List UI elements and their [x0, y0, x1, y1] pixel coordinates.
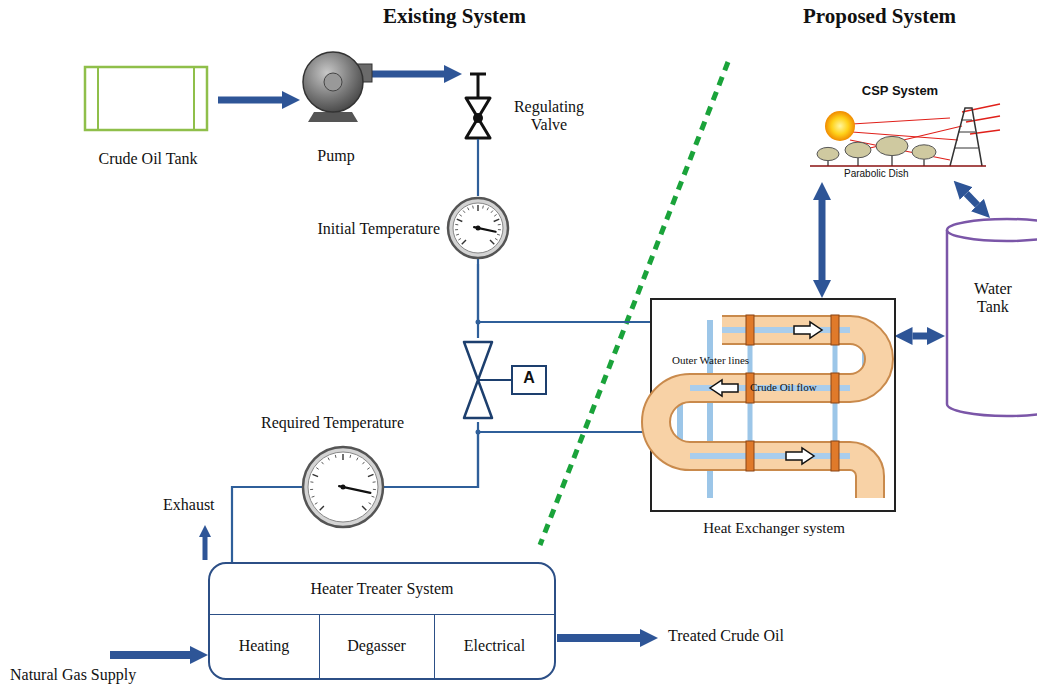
heater-section: Degasser	[320, 614, 435, 678]
flow-arrow	[819, 200, 826, 280]
text-holder: Heating	[210, 637, 318, 655]
flow-label-text: Natural Gas Supply	[10, 666, 136, 683]
flow-arrow	[913, 333, 928, 340]
flow-label: Treated Crude Oil	[668, 627, 784, 645]
pipe-line	[420, 422, 478, 487]
node-text: Pump	[300, 147, 372, 165]
text-holder: Initial Temperature	[285, 220, 440, 238]
text-holder: Parabolic Dish	[844, 168, 934, 180]
section-heading: Proposed System	[803, 4, 956, 29]
text-holder: CSP System	[800, 84, 1000, 99]
water-tank-shape	[945, 218, 1037, 420]
text-holder: Outer Water lines	[672, 354, 772, 367]
regulating-valve: Regulating Valve	[462, 62, 597, 167]
csp-system: CSP SystemParabolic Dish	[800, 82, 1000, 182]
text-holder: Crude Oil Tank	[78, 150, 218, 168]
storage-tank: Crude Oil Tank	[78, 62, 218, 174]
node-text: Initial Temperature	[285, 220, 440, 238]
text-holder: Heater Treater System	[210, 580, 554, 598]
flow-label: Natural Gas Supply	[10, 666, 136, 684]
flow-arrow	[218, 97, 282, 104]
flow-label-text: Treated Crude Oil	[668, 627, 784, 644]
text-holder: Heat Exchanger system	[650, 520, 898, 537]
heater-treater: Heater Treater SystemHeatingDegasserElec…	[208, 562, 556, 680]
text-holder: Degasser	[320, 637, 433, 655]
node-text: Outer Water lines	[672, 354, 772, 367]
section-heading-text: Existing System	[383, 4, 526, 28]
node-text: CSP System	[800, 84, 1000, 99]
water-tank: Water Tank	[945, 218, 1037, 420]
text-holder: A	[512, 369, 546, 387]
control-valve: A	[462, 338, 552, 422]
treated-oil-arrow	[557, 634, 640, 642]
node-text: Degasser	[320, 637, 433, 655]
heat-exchanger: Outer Water linesCrude Oil flowHeat Exch…	[650, 298, 898, 546]
node-text: Regulating Valve	[504, 98, 594, 135]
text-holder: Crude Oil flow	[750, 381, 840, 394]
pipe-line	[232, 487, 245, 562]
text-holder: Required Temperature	[245, 414, 420, 432]
heater-section: Electrical	[435, 614, 554, 678]
node-text: Required Temperature	[245, 414, 420, 432]
temperature-gauge: Initial Temperature	[285, 196, 515, 264]
node-text: Crude Oil flow	[750, 381, 840, 394]
control-valve-shape	[462, 338, 552, 422]
section-heading: Existing System	[383, 4, 526, 29]
pipe-line	[420, 432, 650, 487]
node-text: Crude Oil Tank	[78, 150, 218, 168]
pump: Pump	[300, 42, 372, 172]
node-text: Electrical	[435, 637, 554, 655]
flow-arrow	[966, 194, 977, 206]
heat-exchanger-shape	[650, 298, 898, 546]
text-holder: Electrical	[435, 637, 554, 655]
exhaust-arrow	[203, 537, 208, 560]
node-text: A	[512, 369, 546, 387]
text-holder: Regulating Valve	[504, 98, 594, 135]
flow-arrow	[372, 71, 444, 78]
node-text: Water Tank	[963, 280, 1023, 317]
gas-supply-arrow	[110, 651, 190, 659]
section-heading-text: Proposed System	[803, 4, 956, 28]
pipe-line	[478, 264, 650, 322]
node-text: Heating	[210, 637, 318, 655]
text-holder: Pump	[300, 147, 372, 165]
flow-label-text: Exhaust	[163, 496, 215, 513]
temperature-gauge: Required Temperature	[245, 412, 420, 532]
heater-section: Heating	[210, 614, 320, 678]
node-text: Parabolic Dish	[844, 168, 934, 180]
node-text: Heater Treater System	[210, 580, 554, 598]
pipe-line	[477, 167, 479, 196]
text-holder: Water Tank	[963, 280, 1023, 317]
flow-label: Exhaust	[163, 496, 215, 514]
node-text: Heat Exchanger system	[650, 520, 898, 537]
